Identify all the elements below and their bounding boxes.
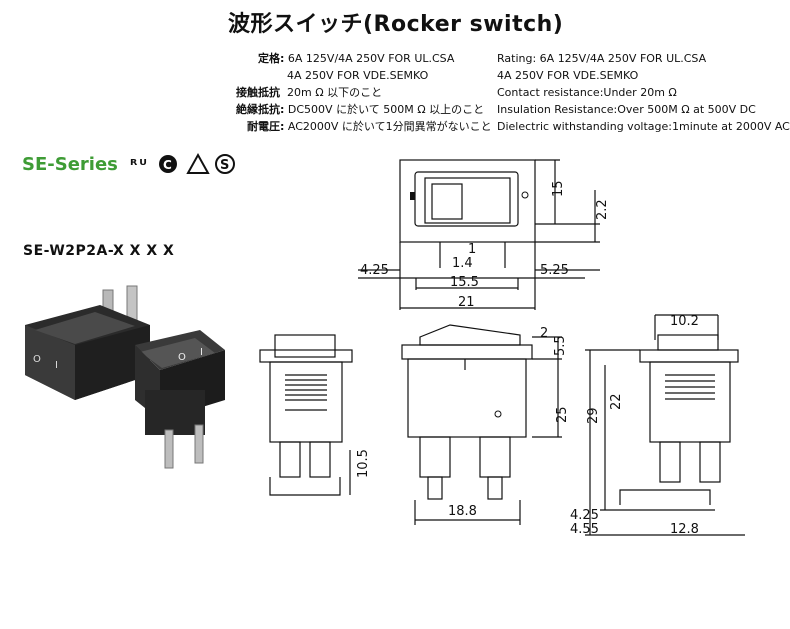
spec-row-jp: 接触抵抗 20m Ω 以下のこと bbox=[236, 86, 383, 99]
switch-rear-image: O I bbox=[25, 285, 150, 400]
series-name: SE-Series bbox=[22, 154, 118, 175]
certification-marks: ᴿᵁ C S bbox=[130, 152, 240, 181]
spec-row-jp: 耐電圧: AC2000V に於いて1分間異常がないこと bbox=[247, 120, 492, 133]
svg-text:29: 29 bbox=[586, 407, 601, 424]
model-number: SE-W2P2A-X X X X bbox=[23, 243, 175, 259]
ul-mark-icon: ᴿᵁ bbox=[130, 156, 149, 174]
semko-mark-icon bbox=[215, 154, 235, 174]
svg-text:1.4: 1.4 bbox=[452, 256, 473, 271]
spec-row-jp: 絶縁抵抗: DC500V に於いて 500M Ω 以上のこと bbox=[236, 103, 485, 116]
spec-list-jp: 定格: 6A 125V/4A 250V FOR UL.CSA 4A 250V F… bbox=[214, 50, 492, 135]
spec-row-jp: 4A 250V FOR VDE.SEMKO bbox=[287, 69, 429, 82]
spec-row-en: 4A 250V FOR VDE.SEMKO bbox=[497, 69, 639, 82]
svg-text:10.5: 10.5 bbox=[356, 449, 371, 478]
front-view-drawing: 10.5 bbox=[259, 334, 371, 496]
svg-text:I: I bbox=[200, 347, 203, 358]
svg-text:1: 1 bbox=[468, 242, 476, 257]
svg-text:15.5: 15.5 bbox=[450, 275, 479, 290]
spec-list-en: Rating: 6A 125V/4A 250V FOR UL.CSA 4A 25… bbox=[497, 50, 790, 135]
spec-row-en: Contact resistance:Under 20m Ω bbox=[497, 86, 677, 99]
spec-row-en: Rating: 6A 125V/4A 250V FOR UL.CSA bbox=[497, 52, 707, 65]
cert-icons: ᴿᵁ C S bbox=[130, 152, 235, 174]
svg-text:21: 21 bbox=[458, 295, 475, 310]
svg-text:12.8: 12.8 bbox=[670, 522, 699, 537]
svg-text:2.2: 2.2 bbox=[595, 199, 610, 220]
svg-text:4.25: 4.25 bbox=[570, 508, 599, 523]
switch-off-mark: O bbox=[33, 354, 41, 365]
svg-text:5.25: 5.25 bbox=[540, 263, 569, 278]
spec-row-jp: 定格: 6A 125V/4A 250V FOR UL.CSA bbox=[258, 52, 455, 65]
svg-text:10.2: 10.2 bbox=[670, 314, 699, 329]
alignment-mark bbox=[410, 192, 415, 200]
page-title: 波形スイッチ(Rocker switch) bbox=[228, 12, 564, 37]
svg-text:5.5: 5.5 bbox=[553, 335, 568, 356]
csa-mark-icon bbox=[159, 155, 177, 173]
vde-mark-icon bbox=[186, 152, 210, 174]
svg-text:C: C bbox=[163, 158, 174, 172]
switch-front-image: O I bbox=[135, 330, 225, 469]
spec-row-en: Insulation Resistance:Over 500M Ω at 500… bbox=[497, 103, 756, 116]
svg-text:4.25: 4.25 bbox=[360, 263, 389, 278]
spec-row-en: Dielectric withstanding voltage:1minute … bbox=[497, 120, 790, 133]
svg-text:15: 15 bbox=[551, 180, 566, 197]
top-view-drawing: 15 2.2 1 1.4 4.25 5.25 15.5 21 bbox=[358, 159, 610, 310]
svg-text:18.8: 18.8 bbox=[448, 504, 477, 519]
svg-text:4.55: 4.55 bbox=[570, 522, 599, 537]
switch-on-mark: I bbox=[55, 360, 58, 371]
svg-text:S: S bbox=[220, 158, 231, 173]
svg-text:O: O bbox=[178, 352, 186, 363]
right-view-drawing: 10.2 22 29 4.25 4.55 12.8 bbox=[570, 314, 745, 537]
svg-text:2: 2 bbox=[540, 326, 548, 341]
side-view-drawing: 2 5.5 25 18.8 bbox=[401, 324, 570, 525]
svg-text:22: 22 bbox=[609, 393, 624, 410]
product-photo: O I O I bbox=[25, 285, 225, 469]
svg-text:25: 25 bbox=[555, 406, 570, 423]
